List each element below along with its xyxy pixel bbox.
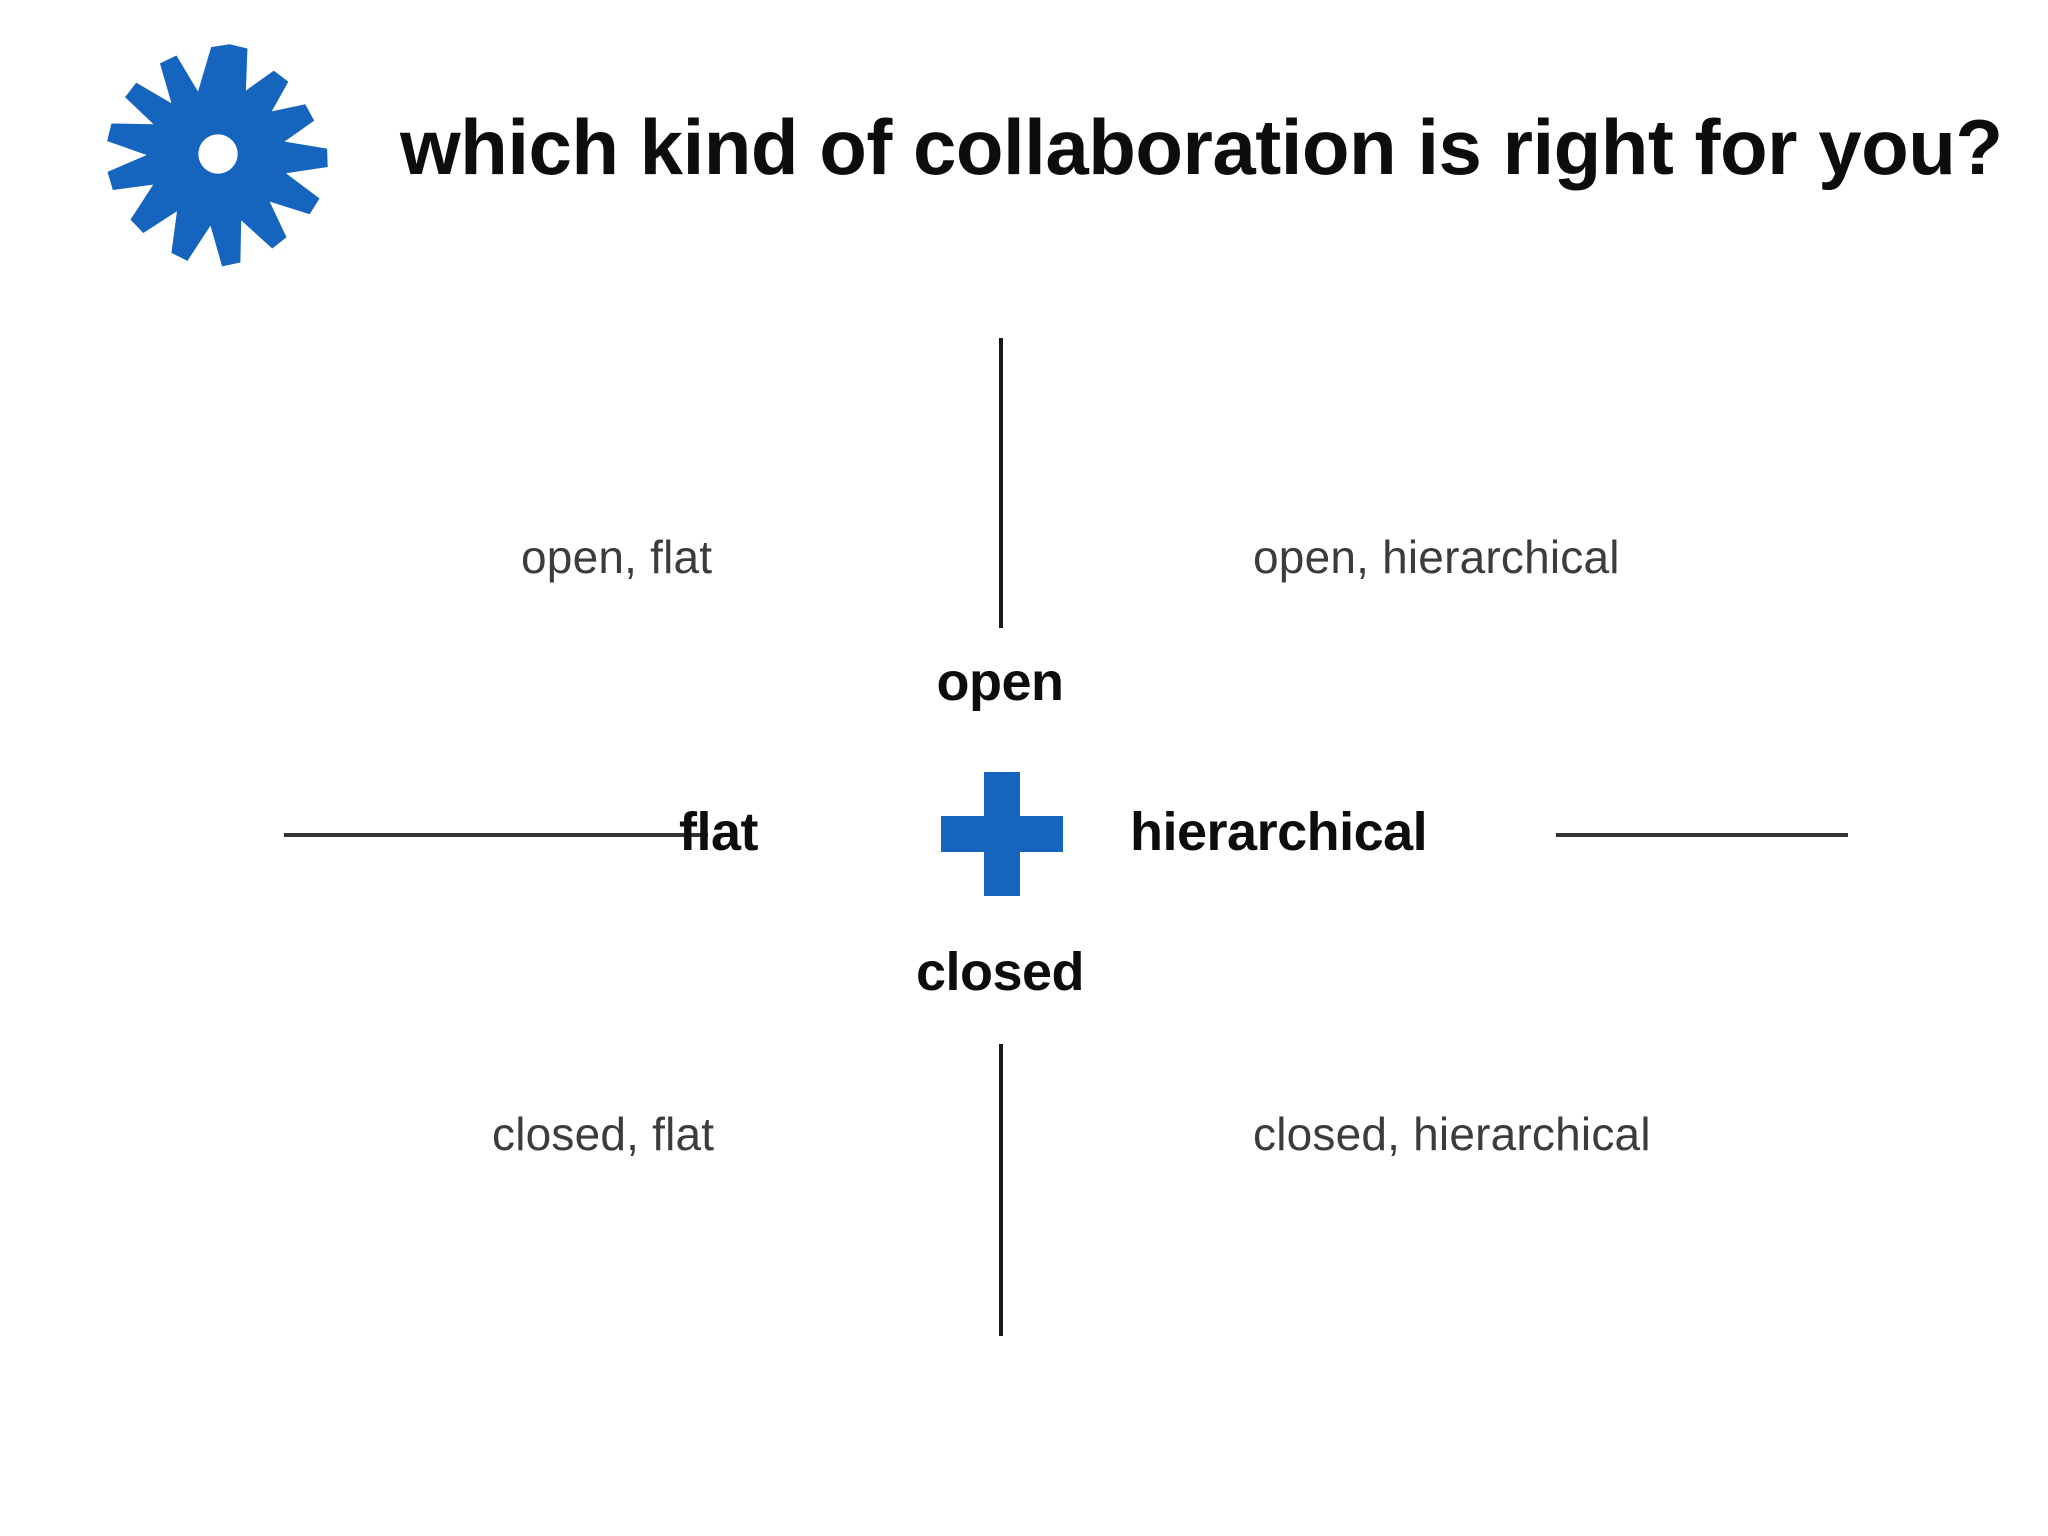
quadrant-label-open-hierarchical: open, hierarchical [1253, 531, 1620, 583]
quadrant-label-closed-flat: closed, flat [492, 1108, 715, 1160]
axis-label-flat: flat [679, 802, 759, 862]
axis-label-open: open [936, 652, 1065, 712]
axis-label-closed: closed [915, 942, 1085, 1002]
quadrant-label-open-flat: open, flat [521, 531, 713, 583]
axis-line-vertical-bottom [999, 1044, 1003, 1336]
page-title: which kind of collaboration is right for… [400, 103, 2003, 191]
axis-label-hierarchical: hierarchical [1130, 802, 1428, 862]
plus-icon [941, 772, 1063, 896]
axis-line-horizontal-right [1556, 833, 1848, 837]
gear-icon [98, 34, 338, 274]
quadrant-label-closed-hierarchical: closed, hierarchical [1253, 1108, 1651, 1160]
plus-icon-vertical-bar [984, 772, 1020, 896]
axis-line-horizontal-left [284, 833, 708, 837]
axis-line-vertical-top [999, 338, 1003, 628]
